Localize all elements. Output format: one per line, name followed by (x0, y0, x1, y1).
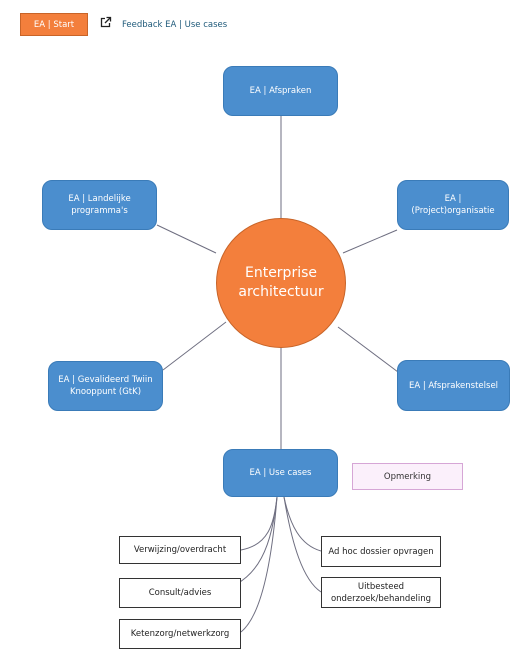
remark-label: Opmerking (383, 471, 432, 482)
center-enterprise-architectuur[interactable]: Enterprise architectuur (216, 218, 346, 348)
use-case-uitbesteed-line1: Uitbesteed (357, 581, 405, 592)
node-gevalideerd-twiin-knooppunt[interactable]: EA | Gevalideerd Twiin Knooppunt (GtK) (48, 361, 163, 411)
remark-box[interactable]: Opmerking (352, 463, 463, 490)
node-gtk-label: EA | Gevalideerd Twiin Knooppunt (GtK) (50, 374, 160, 398)
use-case-ketenzorg-netwerkzorg[interactable]: Ketenzorg/netwerkzorg (119, 619, 241, 649)
connector-landelijke (156, 224, 217, 254)
node-organisatie-line1: EA | (444, 194, 462, 204)
node-afsprakenstelsel-label: EA | Afsprakenstelsel (408, 380, 499, 391)
node-afsprakenstelsel[interactable]: EA | Afsprakenstelsel (397, 360, 510, 411)
node-gtk-line1: EA | Gevalideerd Twiin (58, 375, 153, 385)
start-button[interactable]: EA | Start (20, 13, 88, 36)
use-case-uitbesteed-onderzoek[interactable]: Uitbesteed onderzoek/behandeling (321, 577, 441, 608)
use-case-ketenzorg-label: Ketenzorg/netwerkzorg (130, 629, 230, 639)
node-landelijke-programmas[interactable]: EA | Landelijke programma's (42, 180, 157, 230)
node-landelijke-programmas-label: EA | Landelijke programma's (60, 193, 138, 217)
use-case-consult-label: Consult/advies (148, 588, 212, 598)
use-case-verwijzing-label: Verwijzing/overdracht (133, 545, 227, 555)
connector-verwijzing (240, 496, 278, 551)
connector-afsprakenstelsel (337, 326, 399, 373)
use-case-ad-hoc-label: Ad hoc dossier opvragen (328, 546, 434, 557)
connector-organisatie (342, 229, 398, 254)
node-gtk-line2: Knooppunt (GtK) (69, 387, 142, 397)
connector-uitbesteed (283, 496, 322, 593)
use-case-uitbesteed-label: Uitbesteed onderzoek/behandeling (331, 581, 431, 605)
node-landelijke-line2: programma's (71, 206, 128, 216)
node-use-cases[interactable]: EA | Use cases (223, 449, 338, 497)
center-line2: architectuur (238, 284, 324, 300)
center-label: Enterprise architectuur (238, 264, 323, 302)
node-organisatie-label: EA | (Project)organisatie (403, 193, 502, 217)
node-afspraken[interactable]: EA | Afspraken (223, 66, 338, 116)
start-button-label: EA | Start (33, 19, 75, 30)
use-case-ad-hoc-dossier-opvragen[interactable]: Ad hoc dossier opvragen (321, 536, 441, 567)
use-case-uitbesteed-line2: onderzoek/behandeling (330, 593, 432, 604)
connector-gtk (162, 321, 227, 371)
use-case-consult-advies[interactable]: Consult/advies (119, 578, 241, 608)
node-use-cases-label: EA | Use cases (249, 468, 312, 478)
node-organisatie-line2: (Project)organisatie (411, 206, 495, 216)
external-link-icon[interactable] (99, 16, 112, 29)
center-line1: Enterprise (244, 265, 318, 281)
use-case-verwijzing-overdracht[interactable]: Verwijzing/overdracht (119, 536, 241, 564)
connector-ketenzorg (240, 496, 278, 633)
node-landelijke-line1: EA | Landelijke (68, 194, 131, 204)
node-afspraken-label: EA | Afspraken (249, 86, 312, 96)
feedback-link[interactable]: Feedback EA | Use cases (122, 20, 228, 30)
node-project-organisatie[interactable]: EA | (Project)organisatie (397, 180, 509, 230)
